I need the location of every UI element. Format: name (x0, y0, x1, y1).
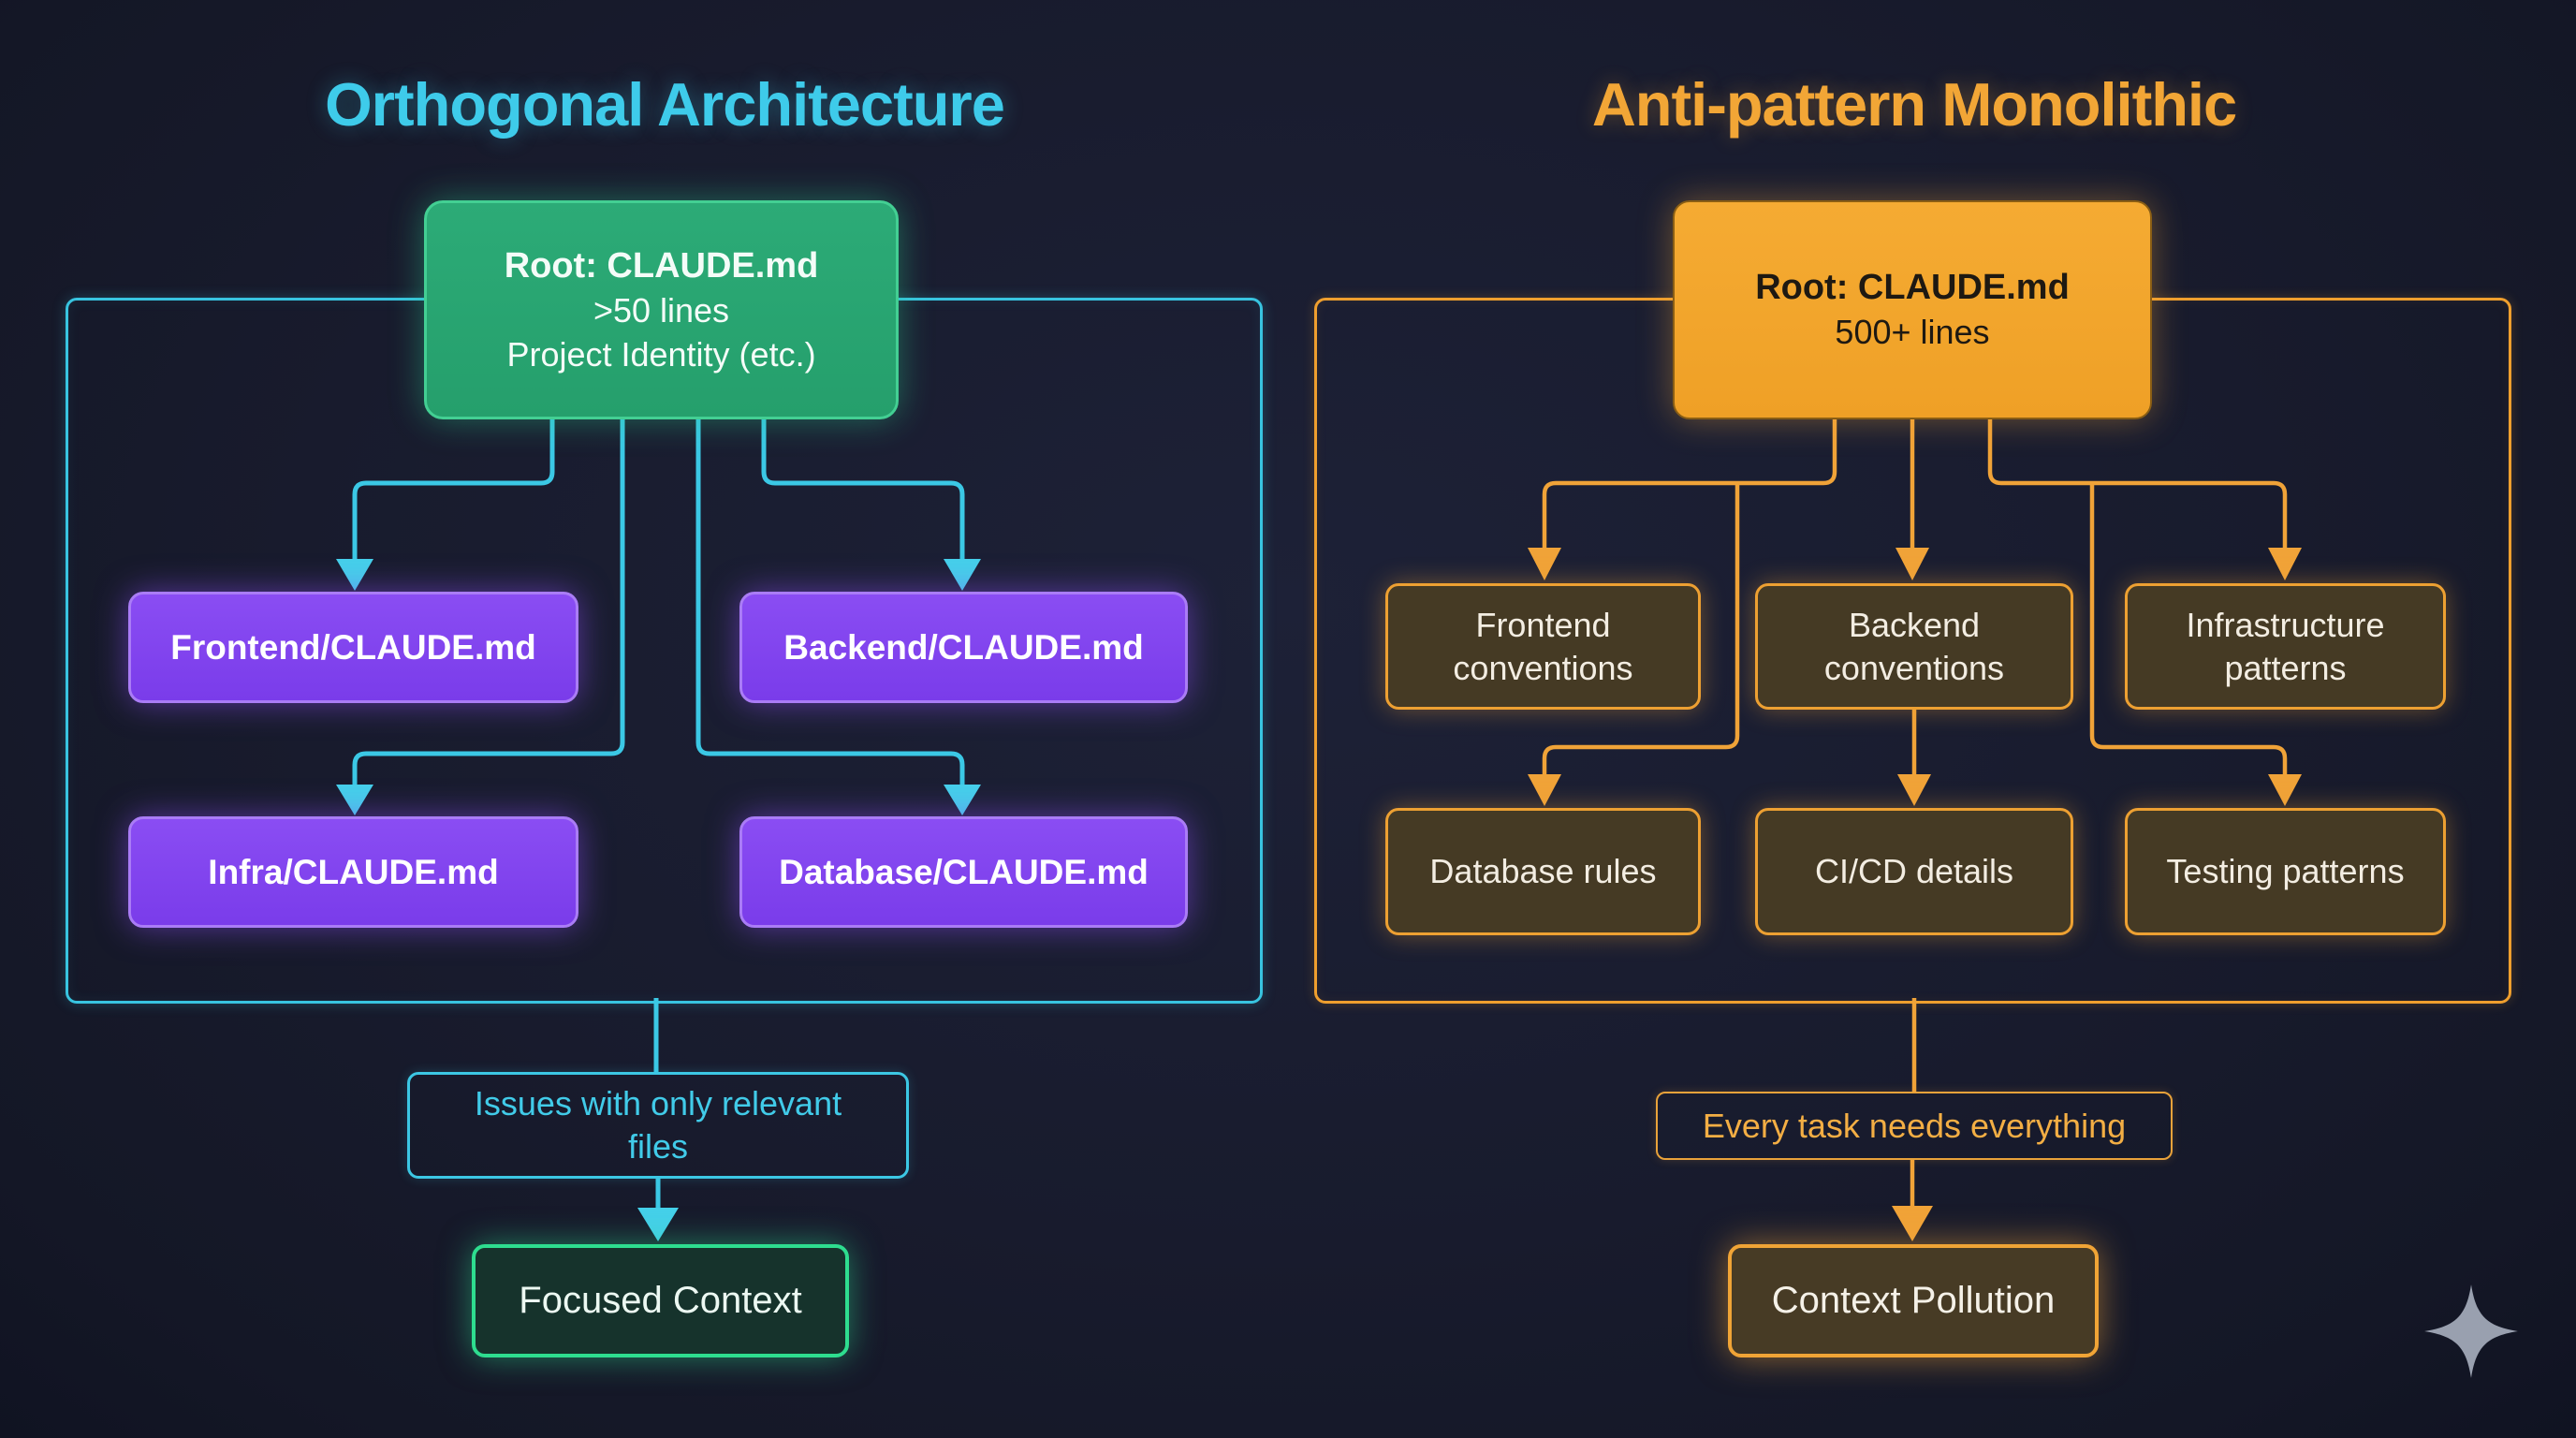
right-child-frontend-conventions: Frontend conventions (1385, 583, 1701, 710)
left-note-box: Issues with only relevant files (407, 1072, 909, 1179)
right-child-testing-patterns: Testing patterns (2125, 808, 2446, 935)
right-outcome-box: Context Pollution (1728, 1244, 2099, 1357)
right-column-title: Anti-pattern Monolithic (1591, 70, 2237, 139)
right-child-database-rules: Database rules (1385, 808, 1701, 935)
sparkle-icon (2424, 1284, 2518, 1378)
left-child-frontend: Frontend/CLAUDE.md (128, 592, 578, 703)
right-root-line2: 500+ lines (1835, 313, 1990, 351)
left-outcome-box: Focused Context (472, 1244, 849, 1357)
right-child-infrastructure-patterns: Infrastructure patterns (2125, 583, 2446, 710)
right-child-cicd-details: CI/CD details (1755, 808, 2073, 935)
right-root-line1: Root: CLAUDE.md (1755, 268, 2070, 307)
left-child-backend: Backend/CLAUDE.md (739, 592, 1188, 703)
left-root-line3: Project Identity (etc.) (506, 334, 816, 374)
left-child-infra: Infra/CLAUDE.md (128, 816, 578, 928)
right-note-box: Every task needs everything (1656, 1092, 2173, 1160)
left-root-line2: >50 lines (593, 290, 730, 330)
left-column-title: Orthogonal Architecture (325, 70, 1005, 139)
right-root-box: Root: CLAUDE.md 500+ lines (1673, 200, 2152, 419)
left-root-box: Root: CLAUDE.md >50 lines Project Identi… (424, 200, 899, 419)
left-child-database: Database/CLAUDE.md (739, 816, 1188, 928)
right-child-backend-conventions: Backend conventions (1755, 583, 2073, 710)
left-root-line1: Root: CLAUDE.md (504, 245, 819, 286)
